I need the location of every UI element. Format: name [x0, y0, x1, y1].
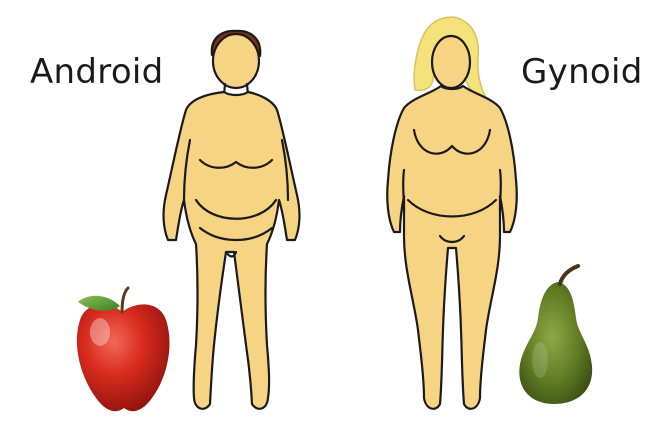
android-label: Android: [30, 52, 164, 92]
apple-icon: [77, 288, 170, 411]
android-head: [213, 34, 259, 88]
android-figure: [164, 31, 300, 409]
gynoid-label: Gynoid: [521, 52, 643, 92]
gynoid-hip-line-left: [403, 170, 404, 210]
android-body: [164, 92, 300, 409]
gynoid-body: [387, 86, 517, 409]
gynoid-head: [432, 36, 470, 88]
apple-leaf-icon: [78, 296, 120, 311]
pear-stem-icon: [560, 266, 578, 284]
pear-icon: [519, 266, 592, 404]
gynoid-figure: [387, 17, 517, 409]
gynoid-hip-line-right: [500, 170, 501, 210]
